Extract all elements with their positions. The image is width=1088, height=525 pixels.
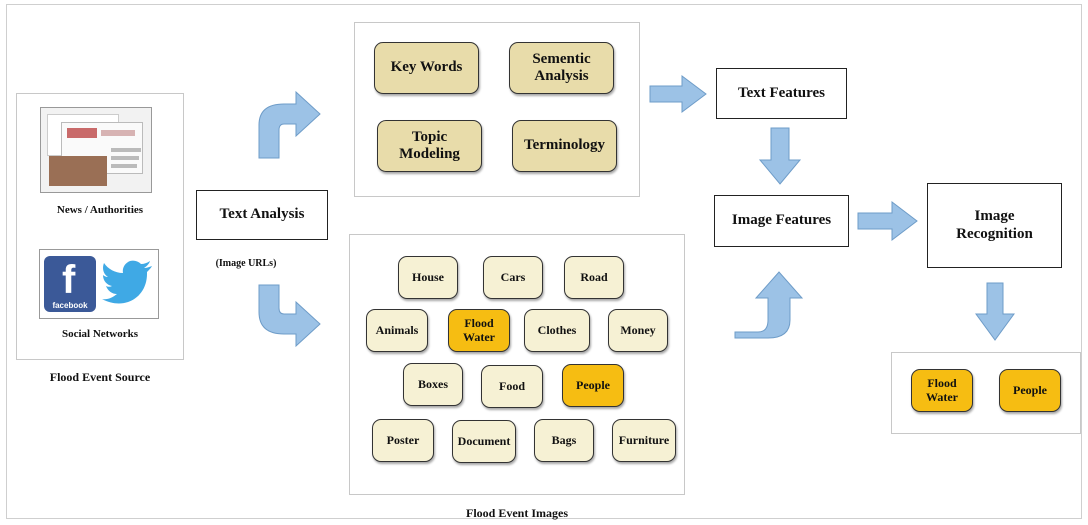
curved-arrow-up-left xyxy=(258,90,321,159)
object-people: People xyxy=(562,364,624,407)
result-flood-water: Flood Water xyxy=(911,369,973,412)
arrow-down-to-result xyxy=(975,282,1015,341)
curved-arrow-down-left xyxy=(258,284,321,348)
object-bags: Bags xyxy=(534,419,594,462)
diagram-frame xyxy=(6,4,1082,519)
object-clothes: Clothes xyxy=(524,309,590,352)
object-furniture: Furniture xyxy=(612,419,676,462)
result-people: People xyxy=(999,369,1061,412)
flood-event-images-caption: Flood Event Images xyxy=(466,506,568,520)
image-urls-label: (Image URLs) xyxy=(215,258,277,269)
twitter-bird-icon xyxy=(102,260,152,304)
semantic-analysis-box: Sementic Analysis xyxy=(509,42,614,94)
facebook-logo-icon: f facebook xyxy=(44,256,96,312)
object-document: Document xyxy=(452,420,516,463)
text-analysis-box: Text Analysis xyxy=(196,190,328,240)
topic-modeling-box: Topic Modeling xyxy=(377,120,482,172)
news-thumbnail xyxy=(40,107,152,193)
image-features-box: Image Features xyxy=(714,195,849,247)
key-words-box: Key Words xyxy=(374,42,479,94)
object-money: Money xyxy=(608,309,668,352)
social-networks-label: Social Networks xyxy=(61,328,139,340)
text-features-box: Text Features xyxy=(716,68,847,119)
arrow-to-text-features xyxy=(649,75,707,113)
arrow-to-image-recognition xyxy=(857,200,918,242)
object-animals: Animals xyxy=(366,309,428,352)
object-road: Road xyxy=(564,256,624,299)
object-house: House xyxy=(398,256,458,299)
object-poster: Poster xyxy=(372,419,434,462)
news-authorities-label: News / Authorities xyxy=(56,204,144,216)
object-flood-water: Flood Water xyxy=(448,309,510,352)
object-cars: Cars xyxy=(483,256,543,299)
social-networks-thumbnail: f facebook xyxy=(39,249,159,319)
arrow-down-to-image-features xyxy=(758,127,802,185)
curved-arrow-up-right xyxy=(734,271,804,339)
terminology-box: Terminology xyxy=(512,120,617,172)
image-recognition-box: Image Recognition xyxy=(927,183,1062,268)
facebook-text: facebook xyxy=(52,301,88,310)
object-boxes: Boxes xyxy=(403,363,463,406)
object-food: Food xyxy=(481,365,543,408)
flood-event-source-caption: Flood Event Source xyxy=(49,370,151,384)
